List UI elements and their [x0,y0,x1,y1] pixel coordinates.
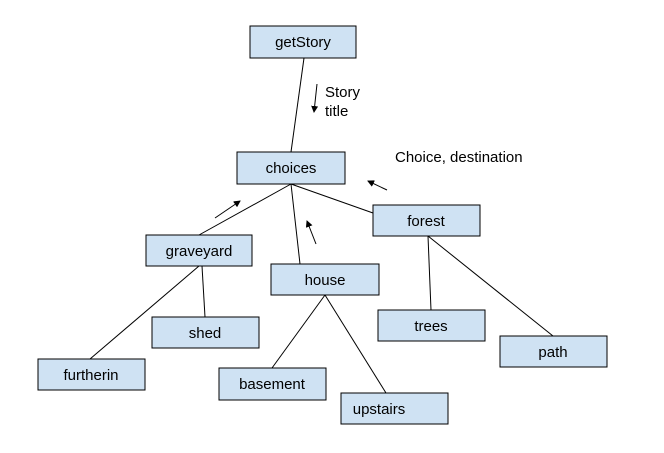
node-label-furtherin: furtherin [63,367,118,384]
edge-choices-forest [290,183,374,214]
node-label-getstory: getStory [275,34,331,51]
node-path: path [499,335,608,368]
node-label-path: path [538,344,567,361]
edge-forest-path [427,235,554,337]
edge-graveyard-shed [201,265,206,318]
edge-forest-trees [427,235,432,311]
annotation-choice-destination: Choice, destination [395,149,523,166]
node-label-graveyard: graveyard [166,243,233,260]
edge-house-upstairs [324,294,387,394]
arrow-to-choices-from-house [305,220,317,245]
node-label-shed: shed [189,325,222,342]
flow-arrows [214,83,388,245]
annotation-title: title [325,103,348,120]
annotation-story: Story [325,84,361,101]
edge-getstory-choices [290,57,305,153]
node-label-basement: basement [239,376,306,393]
arrow-to-choices-from-graveyard [214,200,241,219]
edge-house-basement [271,294,326,369]
arrow-story-title [311,83,319,113]
node-label-forest: forest [407,213,445,230]
node-trees: trees [377,309,486,342]
arrow-to-choices-from-forest [367,180,388,191]
node-basement: basement [218,367,327,401]
annotations: Story title Choice, destination [325,84,523,166]
node-label-choices: choices [266,160,317,177]
edge-choices-house [290,183,301,265]
nodes-layer: getStory choices graveyard house forest … [37,25,608,425]
node-furtherin: furtherin [37,358,146,391]
node-label-trees: trees [414,318,447,335]
node-label-upstairs: upstairs [353,401,406,418]
node-house: house [270,263,380,296]
edge-graveyard-furtherin [89,265,200,360]
node-upstairs: upstairs [340,392,449,425]
node-getstory: getStory [249,25,357,59]
edge-choices-graveyard [198,183,292,236]
node-forest: forest [372,204,481,237]
node-graveyard: graveyard [145,234,253,267]
node-shed: shed [151,316,260,349]
node-choices: choices [236,151,346,185]
node-label-house: house [305,272,346,289]
edges-layer [89,57,554,394]
